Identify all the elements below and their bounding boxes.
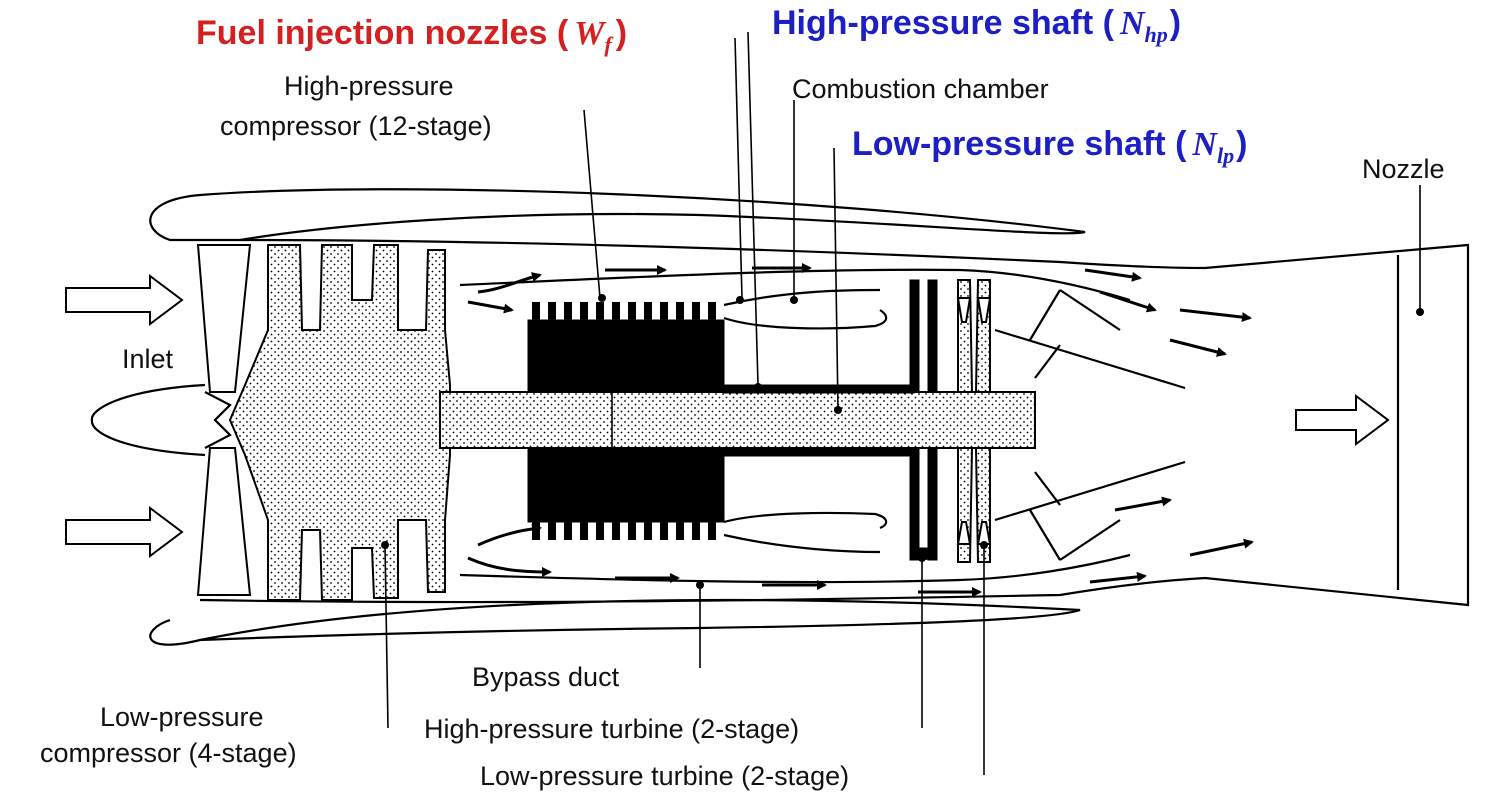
fan-blades: [196, 244, 252, 596]
hpc-blade-top: [612, 302, 620, 322]
hpc-label-line1: High-pressure: [284, 71, 454, 101]
spinner: [90, 383, 232, 457]
exhaust-struts: [994, 289, 1186, 561]
inlet-arrow-top: [65, 274, 184, 326]
hpc-blade-bottom: [628, 520, 636, 540]
duct-walls: [199, 238, 1470, 607]
nozzle-label: Nozzle: [1362, 154, 1445, 184]
hpc-blade-top: [708, 302, 716, 322]
hpc-blade-top: [660, 302, 668, 322]
hpc-blade-top: [676, 302, 684, 322]
hpc-blade-bottom: [596, 520, 604, 540]
lpc-label-line1: Low-pressure: [100, 702, 264, 732]
hpc-blade-bottom: [660, 520, 668, 540]
hpc-blade-bottom: [644, 520, 652, 540]
lpt-label: Low-pressure turbine (2-stage): [480, 761, 849, 791]
hpc-blade-top: [564, 302, 572, 322]
lpc-label-line2: compressor (4-stage): [40, 738, 297, 768]
hpc-blade-bottom: [612, 520, 620, 540]
hpt-label: High-pressure turbine (2-stage): [424, 714, 799, 744]
hpc-blade-top: [644, 302, 652, 322]
hpc-blade-bottom: [692, 520, 700, 540]
hpc-blade-bottom: [580, 520, 588, 540]
leader-lines: [381, 31, 1424, 775]
low-pressure-compressor: [228, 244, 451, 601]
inlet-arrow-bottom: [65, 506, 184, 558]
bypass-duct-label: Bypass duct: [472, 662, 620, 692]
hpc-blade-bottom: [708, 520, 716, 540]
fuel-injection-nozzles-label: Fuel injection nozzles (Wf): [196, 14, 627, 57]
exhaust-arrow: [1295, 394, 1390, 446]
low-pressure-turbine: [956, 279, 992, 563]
low-pressure-shaft-label: Low-pressure shaft (Nlp): [852, 125, 1247, 168]
inlet-label: Inlet: [122, 344, 174, 374]
high-pressure-shaft-label: High-pressure shaft (Nhp): [772, 4, 1181, 47]
hpc-blade-top: [596, 302, 604, 322]
high-pressure-turbine: [909, 279, 938, 561]
nacelle: [149, 188, 1086, 646]
high-pressure-compressor: [527, 302, 725, 540]
hpc-blade-bottom: [676, 520, 684, 540]
hpc-blade-bottom: [564, 520, 572, 540]
hpc-blade-bottom: [548, 520, 556, 540]
combustion-chamber-label: Combustion chamber: [792, 74, 1049, 104]
hpc-blade-top: [628, 302, 636, 322]
hpc-blade-top: [548, 302, 556, 322]
hpc-label-line2: compressor (12-stage): [220, 111, 492, 141]
hpc-blade-top: [532, 302, 540, 322]
hpc-blade-top: [692, 302, 700, 322]
low-pressure-shaft: [439, 391, 1036, 449]
hpc-blade-top: [580, 302, 588, 322]
flow-arrows: [467, 263, 1254, 597]
